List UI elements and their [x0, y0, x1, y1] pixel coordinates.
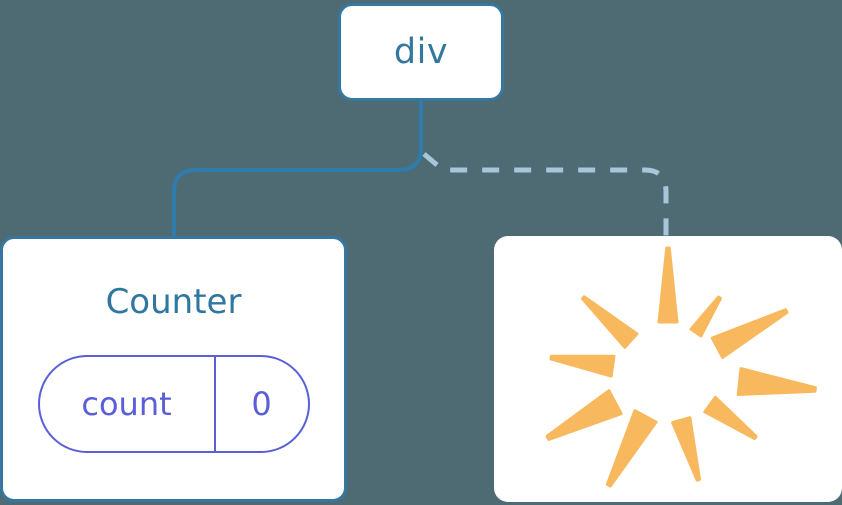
burst-ray-7 — [605, 409, 658, 488]
edge-div-to-effect — [422, 152, 669, 237]
burst-ray-3 — [710, 308, 789, 359]
burst-ray-9 — [549, 354, 616, 378]
burst-ray-6 — [671, 416, 702, 482]
state-value-label: 0 — [213, 357, 308, 451]
burst-ray-group — [545, 246, 817, 488]
state-pill-count[interactable]: count 0 — [37, 355, 310, 453]
burst-ray-8 — [545, 389, 623, 441]
burst-ray-4 — [736, 367, 817, 396]
edge-div-to-counter — [172, 99, 423, 239]
node-div[interactable]: div — [338, 3, 504, 101]
node-effect[interactable] — [494, 236, 842, 502]
burst-ray-10 — [580, 295, 639, 349]
burst-ray-1 — [657, 246, 679, 324]
node-counter-label: Counter — [105, 282, 242, 322]
sparkle-burst-icon — [545, 246, 817, 488]
state-key-label: count — [81, 385, 172, 423]
burst-ray-5 — [703, 395, 758, 440]
node-counter[interactable]: Counter count 0 — [0, 236, 347, 502]
burst-ray-2 — [689, 295, 722, 338]
node-div-label: div — [393, 31, 449, 72]
